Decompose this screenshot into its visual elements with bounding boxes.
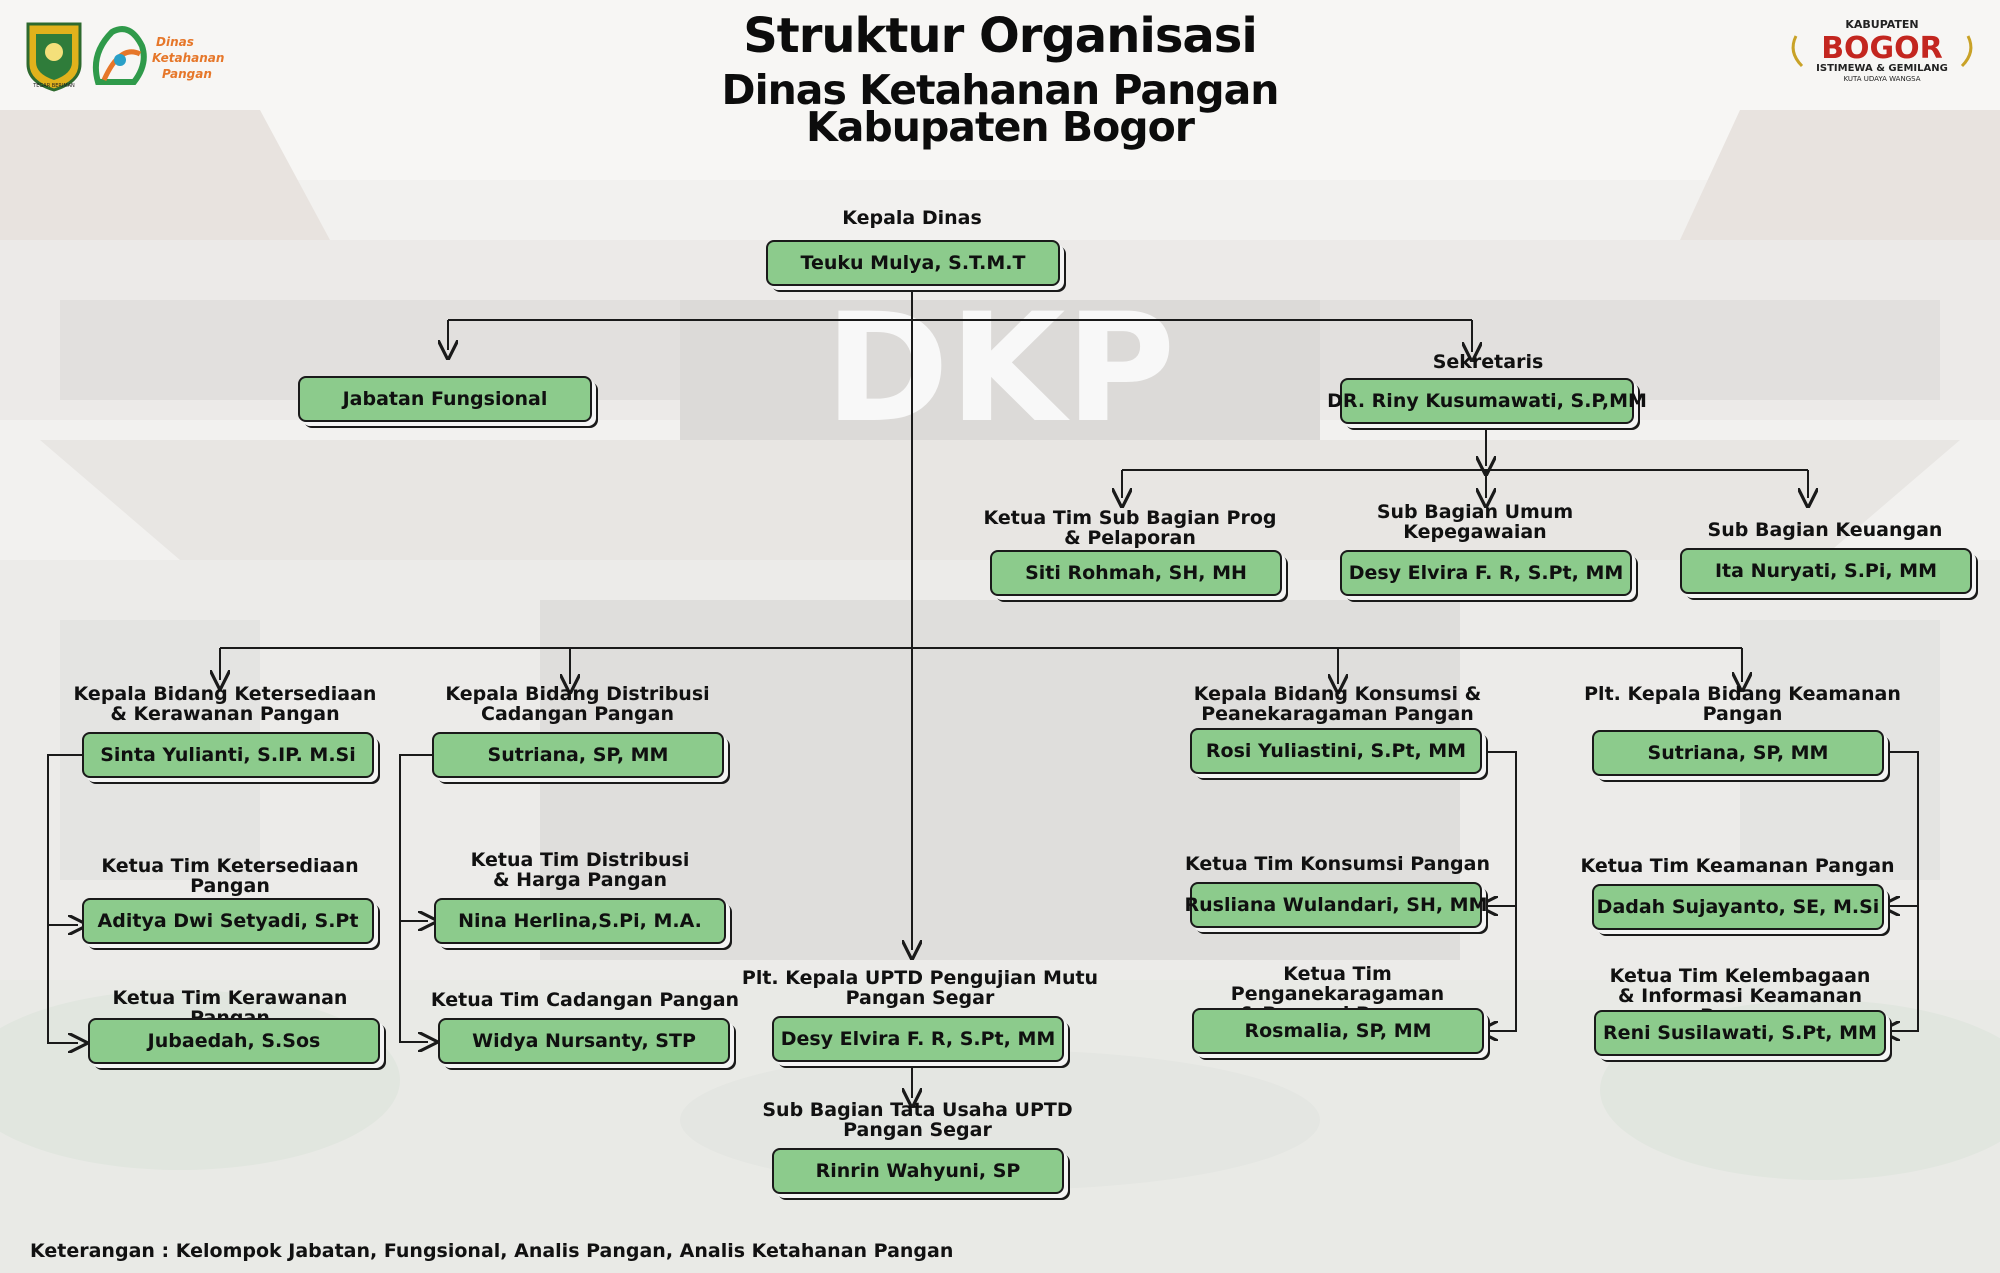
bid-ketersediaan-role: Kepala Bidang Ketersediaan & Kerawanan P… [73, 683, 377, 725]
jabatan-fungsional-box: Jabatan Fungsional [298, 376, 592, 422]
tim-kelembagaan-role: Ketua Tim Kelembagaan & Informasi Keaman… [1609, 965, 1871, 1026]
tim-ketersediaan-box: Aditya Dwi Setyadi, S.Pt [82, 898, 374, 944]
sub-keuangan-role: Sub Bagian Keuangan [1707, 519, 1943, 541]
kabupaten-label: KABUPATEN [1845, 18, 1918, 31]
istimewa-label: ISTIMEWA & GEMILANG [1816, 63, 1948, 74]
tim-cadangan-role: Ketua Tim Cadangan Pangan [430, 989, 740, 1011]
tim-penganekaragaman-box: Rosmalia, SP, MM [1192, 1008, 1484, 1054]
dkp-sign: DKP [825, 282, 1176, 456]
tim-konsumsi-role: Ketua Tim Konsumsi Pangan [1185, 853, 1490, 875]
emblem-text: TEGAR BERIMAN [32, 83, 75, 89]
title-line-2: Dinas Ketahanan Pangan [721, 66, 1280, 114]
bogor-istimewa-logo: KABUPATEN BOGOR ISTIMEWA & GEMILANG KUTA… [1791, 18, 1973, 83]
title-line-3: Kabupaten Bogor [805, 103, 1195, 151]
kepala-dinas-role: Kepala Dinas [842, 207, 982, 229]
sekretaris-role: Sekretaris [1432, 351, 1544, 373]
tim-keamanan-box: Dadah Sujayanto, SE, M.Si [1592, 884, 1884, 930]
sekretaris-box: DR. Riny Kusumawati, S.P,MM [1327, 378, 1647, 424]
tim-distribusi-role: Ketua Tim Distribusi & Harga Pangan [470, 849, 690, 891]
bid-keamanan-role: Plt. Kepala Bidang Keamanan Pangan [1584, 683, 1901, 725]
dkp-brand-text: Dinas [156, 35, 194, 49]
dkp-brand-logo: Dinas Ketahanan Pangan [92, 26, 224, 85]
uptd-tu-box: Rinrin Wahyuni, SP [772, 1148, 1064, 1194]
sub-prog-box: Siti Rohmah, SH, MH [990, 550, 1282, 596]
svg-text:Ketahanan: Ketahanan [152, 51, 224, 65]
bogor-word: BOGOR [1821, 31, 1943, 66]
tim-ketersediaan-role: Ketua Tim Ketersediaan Pangan [101, 855, 359, 897]
bid-konsumsi-box: Rosi Yuliastini, S.Pt, MM [1190, 728, 1482, 774]
uptd-tu-role: Sub Bagian Tata Usaha UPTD Pangan Segar [762, 1099, 1073, 1141]
sub-umum-role: Sub Bagian Umum Kepegawaian [1376, 501, 1574, 543]
tim-cadangan-box: Widya Nursanty, STP [438, 1018, 730, 1064]
bid-konsumsi-role: Kepala Bidang Konsumsi & Peanekaragaman … [1193, 683, 1482, 725]
tim-kerawanan-box: Jubaedah, S.Sos [88, 1018, 380, 1064]
tim-keamanan-role: Ketua Tim Keamanan Pangan [1580, 855, 1895, 877]
uptd-role: Plt. Kepala UPTD Pengujian Mutu Pangan S… [741, 967, 1099, 1009]
footnote: Keterangan : Kelompok Jabatan, Fungsiona… [30, 1240, 954, 1262]
sub-umum-box: Desy Elvira F. R, S.Pt, MM [1340, 550, 1632, 596]
bid-keamanan-box: Sutriana, SP, MM [1592, 730, 1884, 776]
tim-kelembagaan-box: Reni Susilawati, S.Pt, MM [1594, 1010, 1886, 1056]
sub-prog-role: Ketua Tim Sub Bagian Prog & Pelaporan [983, 507, 1277, 549]
bogor-emblem-logo: TEGAR BERIMAN [26, 22, 82, 92]
sub-keuangan-box: Ita Nuryati, S.Pi, MM [1680, 548, 1972, 594]
tagline-label: KUTA UDAYA WANGSA [1843, 75, 1920, 83]
bid-distribusi-role: Kepala Bidang Distribusi Cadangan Pangan [445, 683, 710, 725]
svg-text:Pangan: Pangan [162, 67, 212, 81]
tim-konsumsi-box: Rusliana Wulandari, SH, MM [1185, 882, 1488, 928]
tim-distribusi-box: Nina Herlina,S.Pi, M.A. [434, 898, 726, 944]
uptd-box: Desy Elvira F. R, S.Pt, MM [772, 1016, 1064, 1062]
title-line-1: Struktur Organisasi [743, 8, 1258, 64]
bid-distribusi-box: Sutriana, SP, MM [432, 732, 724, 778]
bid-ketersediaan-box: Sinta Yulianti, S.IP. M.Si [82, 732, 374, 778]
kepala-dinas-box: Teuku Mulya, S.T.M.T [766, 240, 1060, 286]
